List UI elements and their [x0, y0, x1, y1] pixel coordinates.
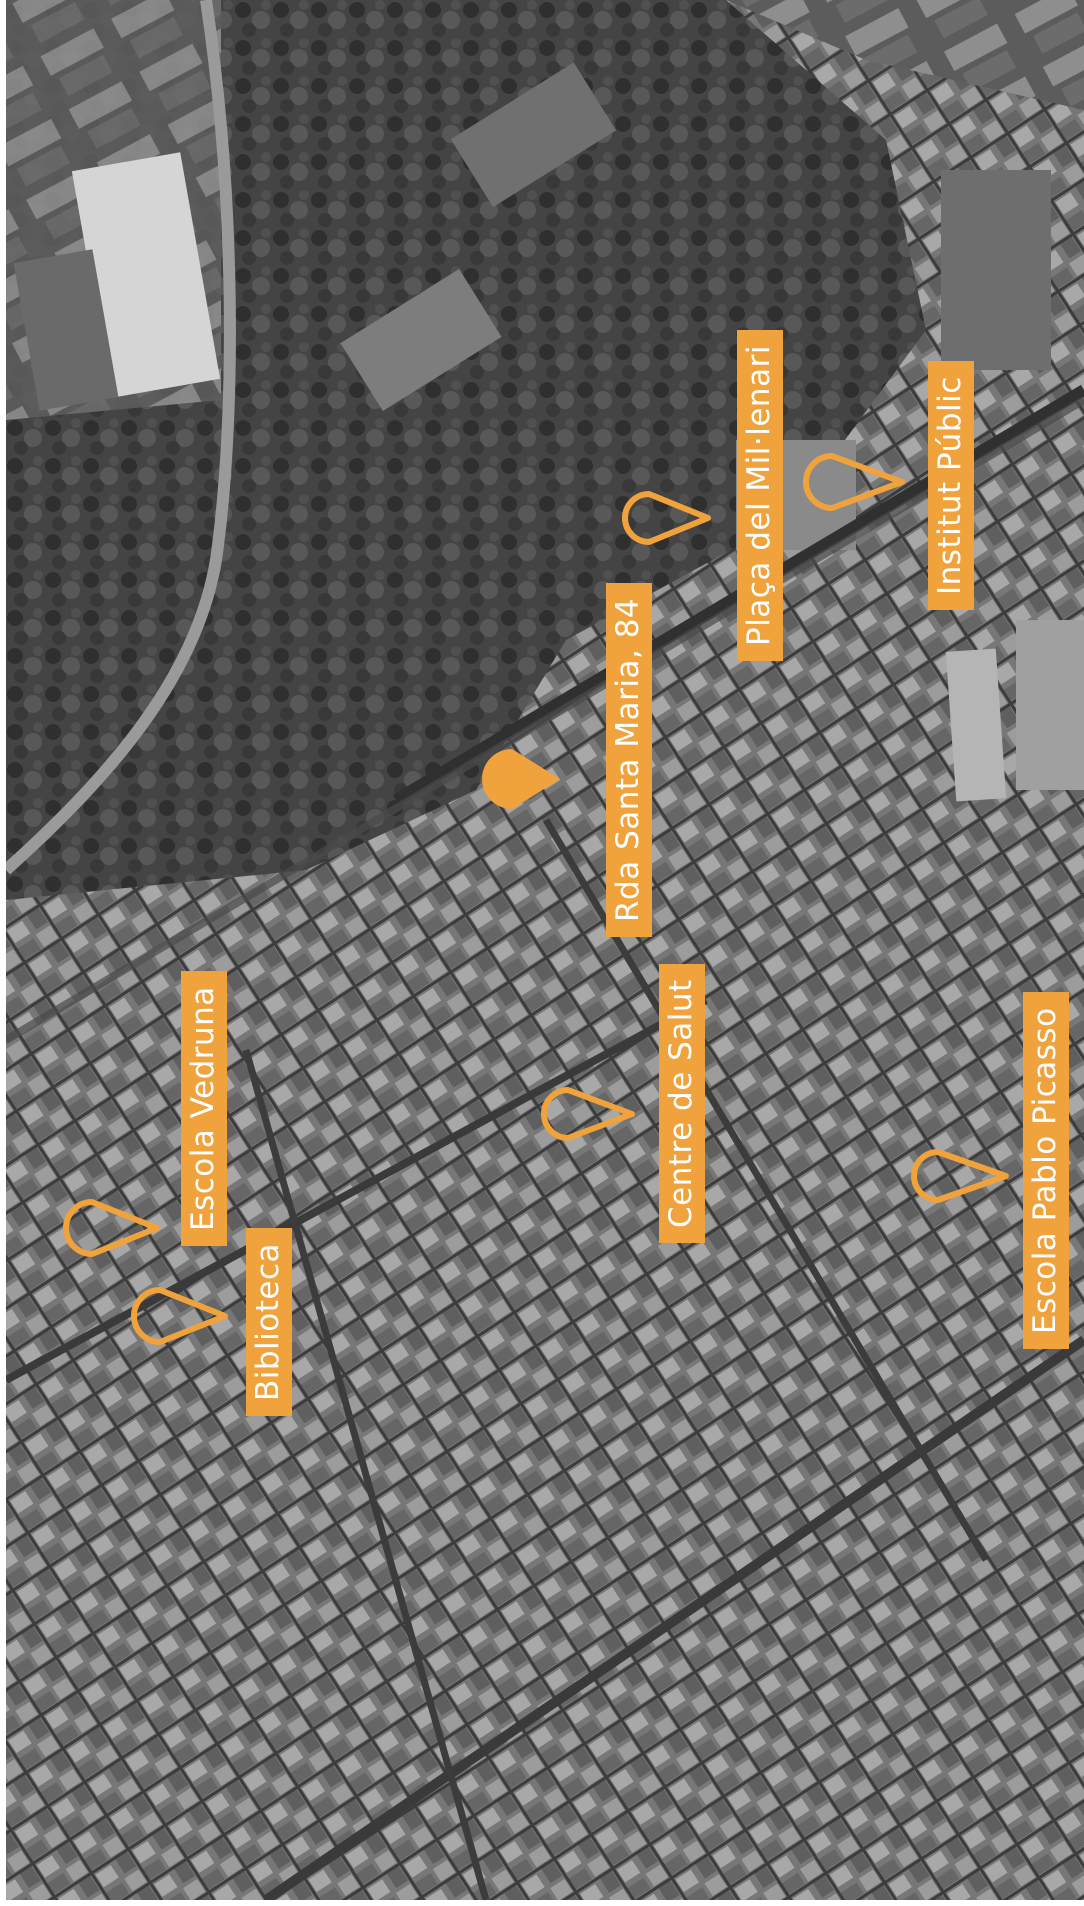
main-location-marker[interactable]: [480, 745, 562, 813]
poi-label-escola-picasso: Escola Pablo Picasso: [1023, 992, 1069, 1349]
outline-map-pin-icon: [911, 1149, 1009, 1203]
poi-label-biblioteca: Biblioteca: [246, 1227, 292, 1416]
poi-marker-centre-salut[interactable]: [532, 1080, 638, 1148]
poi-marker-institut[interactable]: [794, 448, 906, 516]
aerial-map[interactable]: Rda Santa Maria, 84 Plaça del Mil·lenari…: [6, 0, 1084, 1900]
outline-map-pin-icon: [131, 1287, 228, 1345]
outline-map-pin-icon: [803, 453, 905, 511]
main-location-label: Rda Santa Maria, 84: [606, 582, 652, 937]
poi-label-placa: Plaça del Mil·lenari: [737, 330, 783, 661]
filled-map-pin-icon: [482, 749, 560, 809]
outline-map-pin-icon: [622, 491, 711, 545]
outline-map-pin-icon: [63, 1199, 160, 1257]
poi-label-institut: Institut Públic: [928, 361, 974, 610]
poi-marker-escola-picasso[interactable]: [902, 1142, 1012, 1210]
poi-marker-placa[interactable]: [613, 484, 713, 552]
poi-label-centre-salut: Centre de Salut: [659, 964, 705, 1243]
poi-marker-escola-vedruna[interactable]: [54, 1194, 162, 1262]
aerial-photo-background: [6, 0, 1084, 1900]
poi-marker-biblioteca[interactable]: [122, 1282, 230, 1350]
poi-label-escola-vedruna: Escola Vedruna: [181, 971, 227, 1246]
outline-map-pin-icon: [541, 1087, 635, 1141]
